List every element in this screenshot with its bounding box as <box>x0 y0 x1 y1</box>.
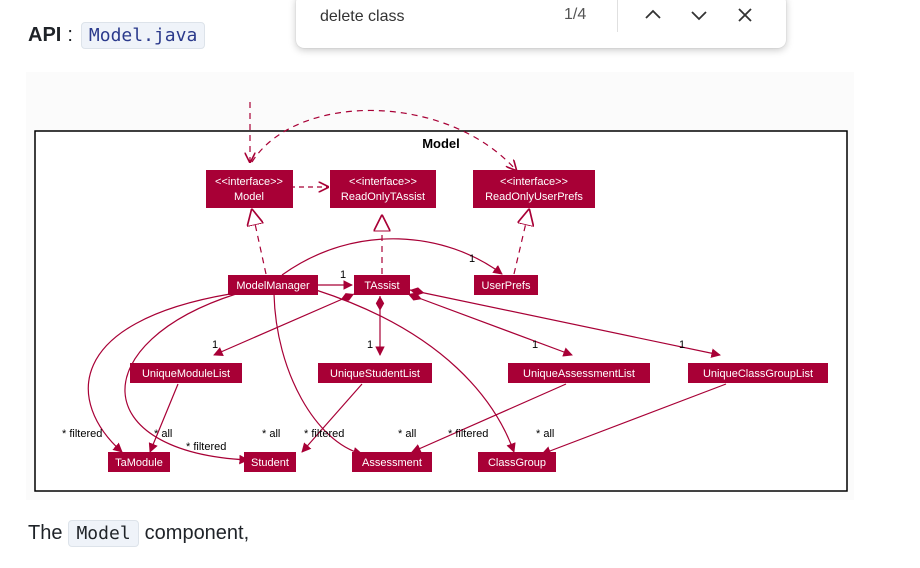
svg-text:ReadOnlyTAssist: ReadOnlyTAssist <box>341 191 425 203</box>
find-previous-button[interactable] <box>636 0 670 32</box>
mult-uniqueclassgrouplist-1: 1 <box>679 339 685 351</box>
edge-modelmanager-filtered-tamodule <box>87 293 231 453</box>
find-input[interactable] <box>320 4 540 30</box>
api-code-link[interactable]: Model.java <box>80 22 206 49</box>
label-assessment-all: * all <box>398 428 416 440</box>
node-uniqueclassgrouplist: UniqueClassGroupList <box>688 363 828 383</box>
svg-text:TAssist: TAssist <box>364 280 399 292</box>
label-tamodule-filtered: * filtered <box>62 428 102 440</box>
find-close-button[interactable] <box>728 0 762 32</box>
svg-text:TaModule: TaModule <box>115 457 163 469</box>
node-modelmanager: ModelManager <box>228 275 318 295</box>
label-tamodule-all: * all <box>154 428 172 440</box>
edge-uniqueassessmentlist-to-assessment <box>411 383 567 453</box>
svg-text:UniqueAssessmentList: UniqueAssessmentList <box>523 368 635 380</box>
find-divider <box>617 0 618 32</box>
label-classgroup-all: * all <box>536 428 554 440</box>
node-userprefs: UserPrefs <box>474 275 538 295</box>
edge-modelmanager-to-userprefs <box>281 238 503 276</box>
edge-uniqueclassgrouplist-to-classgroup <box>541 383 727 456</box>
api-line: API : Model.java <box>28 22 206 49</box>
node-classgroup: ClassGroup <box>478 452 556 472</box>
svg-text:Assessment: Assessment <box>362 457 422 469</box>
svg-text:UniqueModuleList: UniqueModuleList <box>142 368 230 380</box>
api-colon: : <box>67 24 73 46</box>
node-tamodule: TaModule <box>108 452 170 472</box>
svg-text:<<interface>>: <<interface>> <box>500 176 568 188</box>
edge-tassist-to-uniqueclassgrouplist <box>409 287 721 358</box>
label-assessment-filtered: * filtered <box>304 428 344 440</box>
find-bar: 1/4 <box>296 0 786 48</box>
mult-uniquemodulelist-1: 1 <box>212 339 218 351</box>
find-next-button[interactable] <box>682 0 716 32</box>
label-classgroup-filtered: * filtered <box>448 428 488 440</box>
find-match-count: 1/4 <box>564 6 587 23</box>
node-assessment: Assessment <box>352 452 432 472</box>
description-code: Model <box>68 520 139 547</box>
edge-tassist-to-uniquemodulelist <box>213 293 355 356</box>
node-readonlytassist: <<interface>> ReadOnlyTAssist <box>330 170 436 208</box>
node-student: Student <box>244 452 296 472</box>
label-student-filtered: * filtered <box>186 441 226 453</box>
edge-model-to-readonlyuserprefs <box>251 109 516 170</box>
edge-uniquestudentlist-to-student <box>301 383 363 453</box>
label-student-all: * all <box>262 428 280 440</box>
chevron-up-icon <box>645 9 661 19</box>
close-icon <box>738 8 752 22</box>
mult-userprefs-1: 1 <box>469 253 475 265</box>
svg-text:<<interface>>: <<interface>> <box>349 176 417 188</box>
package-title: Model <box>422 136 460 151</box>
mult-tassist-1: 1 <box>340 269 346 281</box>
edge-modelmanager-filtered-classgroup <box>315 289 516 453</box>
svg-text:ReadOnlyUserPrefs: ReadOnlyUserPrefs <box>485 191 583 203</box>
svg-text:UniqueStudentList: UniqueStudentList <box>330 368 420 380</box>
edge-uniquemodulelist-to-tamodule <box>148 383 179 453</box>
mult-uniqueassessmentlist-1: 1 <box>532 339 538 351</box>
node-tassist: TAssist <box>354 275 410 295</box>
model-class-diagram: Model <<interface>> Model <<interface>> … <box>26 72 854 500</box>
svg-text:<<interface>>: <<interface>> <box>215 176 283 188</box>
svg-text:Model: Model <box>234 191 264 203</box>
svg-text:ModelManager: ModelManager <box>236 280 310 292</box>
edge-modelmanager-filtered-student <box>124 293 249 465</box>
node-uniquemodulelist: UniqueModuleList <box>130 363 242 383</box>
edge-modelmanager-filtered-assessment <box>273 293 363 457</box>
diagram-svg: Model <<interface>> Model <<interface>> … <box>34 102 848 492</box>
svg-text:Student: Student <box>251 457 289 469</box>
svg-text:UniqueClassGroupList: UniqueClassGroupList <box>703 368 813 380</box>
svg-text:UserPrefs: UserPrefs <box>482 280 531 292</box>
description-line: The Model component, <box>28 520 249 547</box>
node-uniqueassessmentlist: UniqueAssessmentList <box>508 363 650 383</box>
mult-uniquestudentlist-1: 1 <box>367 339 373 351</box>
node-model: <<interface>> Model <box>206 170 293 208</box>
description-before: The <box>28 522 63 544</box>
chevron-down-icon <box>691 11 707 21</box>
svg-text:ClassGroup: ClassGroup <box>488 457 546 469</box>
api-label: API <box>28 24 62 46</box>
node-uniquestudentlist: UniqueStudentList <box>318 363 432 383</box>
description-after: component, <box>144 522 250 544</box>
node-readonlyuserprefs: <<interface>> ReadOnlyUserPrefs <box>473 170 595 208</box>
